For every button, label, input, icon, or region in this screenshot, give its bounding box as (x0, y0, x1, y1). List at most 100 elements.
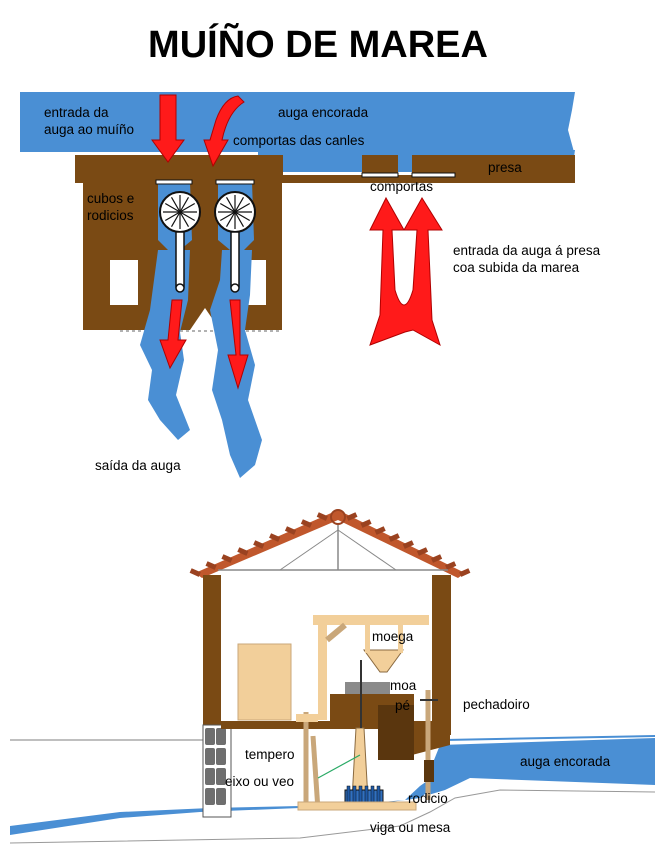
label-hopper: moega (372, 629, 414, 644)
inflow-arrow-left (151, 94, 185, 163)
label-stopper: pechadoiro (463, 697, 530, 712)
foundation-stones (205, 728, 226, 805)
wheel-right (214, 191, 256, 293)
foundation-stone (216, 788, 226, 805)
mill-inner-notch (190, 308, 220, 330)
roof-tile (402, 540, 414, 549)
dammed-water-section (425, 738, 655, 796)
dam-wall (283, 175, 575, 183)
wheel-spoke (234, 202, 251, 213)
seabed-line (9, 789, 655, 844)
wheel-spoke (170, 211, 181, 228)
wheel-spoke (234, 211, 245, 228)
base-beam (297, 801, 417, 811)
roof-tile (459, 568, 471, 577)
wheel-blade (352, 785, 357, 803)
water-surface-line (444, 735, 655, 741)
label-tempering: tempero (245, 747, 295, 762)
label-foot: pé (395, 698, 410, 713)
wheel-spoke (179, 211, 190, 228)
tempering-lever (310, 735, 321, 811)
wheel-left (159, 191, 201, 293)
wheel-spoke (179, 202, 196, 213)
label-millstone: moa (390, 678, 417, 693)
outflow-arrow-right (227, 299, 249, 390)
wall-right (432, 575, 451, 735)
foundation-stone (205, 728, 215, 745)
roof-ridge-tile (330, 509, 346, 525)
crane-brace (325, 622, 347, 643)
foundation-stone (205, 768, 215, 785)
label-dammed-water: auga encorada (278, 105, 369, 120)
foundation-stone (216, 748, 226, 765)
mill-block-left (75, 155, 83, 185)
outflow-arrow-left (159, 299, 187, 370)
roof-tile (189, 568, 201, 577)
wheel-spoke (170, 196, 181, 213)
foundation-stone (216, 768, 226, 785)
inflow-arrow-right (203, 95, 245, 168)
crane-beam (313, 615, 429, 625)
floor-beam (221, 721, 432, 729)
label-water-inlet-2: auga ao muíño (44, 122, 134, 137)
roof (195, 510, 465, 578)
label-cubes-2: rodicios (87, 208, 134, 223)
label-gates: comportas (370, 179, 433, 194)
channel-gate-left (155, 179, 193, 185)
wheel-spoke (179, 196, 190, 213)
upper-water (20, 92, 575, 152)
roof-tile (430, 554, 443, 563)
hopper-support-2 (398, 625, 403, 653)
roof-tile (374, 526, 386, 535)
dam-pier-1 (362, 155, 398, 175)
label-tide-inlet-2: coa subida da marea (453, 260, 580, 275)
axle-pointer (317, 754, 361, 779)
label-tide-inlet-1: entrada da auga á presa (453, 243, 601, 258)
wheel-spoke (164, 202, 181, 213)
roof-tile (316, 512, 328, 521)
wheel-blade (358, 785, 363, 803)
label-water-inlet-1: entrada da (44, 105, 109, 120)
label-wheel: rodicio (408, 791, 448, 806)
roof-tile (284, 526, 297, 535)
roof-tile (221, 554, 233, 563)
roof-tile (237, 547, 249, 556)
roof-strut-right (337, 529, 397, 571)
tempering-head (296, 714, 318, 722)
roof-tile (360, 519, 372, 528)
stopper-gate (424, 760, 434, 782)
millstone-box (378, 705, 414, 760)
dam-gate-2 (411, 172, 456, 178)
roof-strut-left (279, 529, 339, 571)
wheel-spoke (179, 211, 196, 222)
label-channel-gates: comportas das canles (233, 133, 365, 148)
roof-tile (445, 561, 457, 570)
tide-inflow-arrow (369, 196, 443, 347)
wall-left (203, 575, 221, 725)
roof-tile (388, 533, 400, 542)
roof-tile (205, 561, 217, 570)
label-water-outlet: saída da auga (95, 458, 181, 473)
label-dam: presa (488, 160, 522, 175)
label-cubes-1: cubos e (87, 191, 134, 206)
roof-tiles (189, 512, 471, 577)
wheel-blade (376, 785, 381, 803)
label-beam: viga ou mesa (370, 820, 451, 835)
foundation-stone (216, 728, 226, 745)
wheel-spoke (225, 196, 236, 213)
foundation-stone (205, 748, 215, 765)
roof-tile (253, 540, 265, 549)
label-axle: eixo ou veo (225, 774, 294, 789)
wheel-spoke (164, 211, 181, 222)
wheel-blade (364, 785, 369, 803)
section-view: moega moa pé pechadoiro tempero eixo ou … (9, 509, 655, 844)
millstone-upper (345, 682, 390, 696)
dam-pier-2 (412, 155, 455, 175)
roof-tile (269, 533, 281, 542)
hopper-support (365, 625, 370, 653)
grain-chest (237, 643, 292, 721)
roof-tile (346, 512, 358, 521)
channel-gate-right (215, 179, 255, 185)
